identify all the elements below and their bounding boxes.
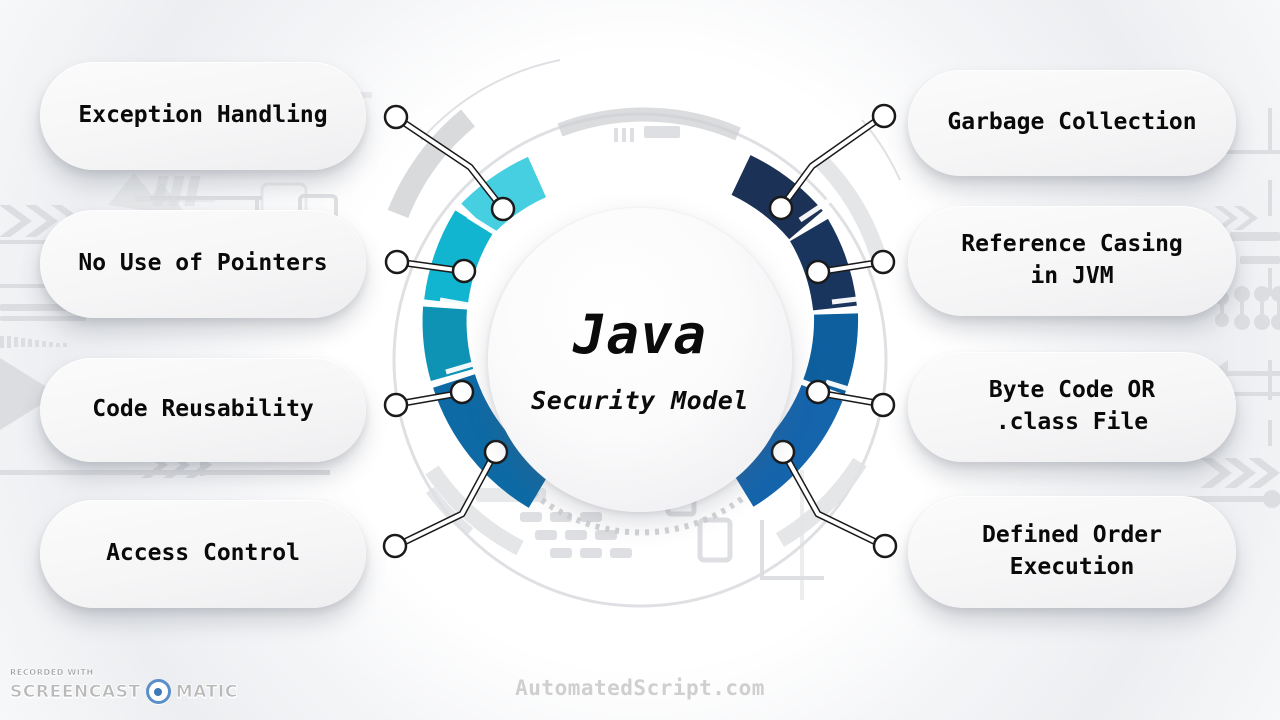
label-access-control[interactable]: Access Control [40, 500, 366, 608]
label-code-reusability[interactable]: Code Reusability [40, 358, 366, 462]
center-hub: Java Security Model [488, 208, 792, 512]
arc-right-3 [803, 313, 859, 395]
badge-word-screencast: SCREENCAST [10, 681, 141, 702]
connector-node-right-3 [805, 379, 831, 405]
hub-subtitle: Security Model [531, 385, 749, 415]
right-dumbbells-icon [1215, 286, 1280, 330]
connector-endpoint-right-3 [870, 392, 896, 418]
badge-word-matic: MATIC [175, 681, 238, 702]
connector-node-left-3 [449, 379, 475, 405]
arc-left-1 [461, 156, 547, 235]
label-no-use-of-pointers[interactable]: No Use of Pointers [40, 210, 366, 318]
badge-o-icon [145, 679, 171, 704]
badge-recorded-with-label: RECORDED WITH [10, 668, 94, 677]
connector-endpoint-left-2 [384, 249, 410, 275]
label-garbage-collection[interactable]: Garbage Collection [908, 70, 1236, 176]
connector-node-left-4 [483, 439, 509, 465]
arc-left-2 [424, 210, 493, 306]
decor-arc-top [557, 107, 741, 141]
right-chevrons-icon [1214, 206, 1258, 230]
connector-endpoint-left-1 [383, 104, 409, 130]
connector-node-right-1 [768, 195, 794, 221]
mountain-glyph-icon [108, 173, 188, 217]
connector-endpoint-left-4 [382, 533, 408, 559]
label-reference-casing-in-jvm[interactable]: Reference Casing in JVM [908, 206, 1236, 316]
connector-endpoint-right-4 [872, 533, 898, 559]
connector-node-left-2 [451, 258, 477, 284]
connector-node-right-2 [805, 259, 831, 285]
left-triangle-icon [0, 358, 58, 430]
arc-left-3 [422, 306, 474, 382]
connector-node-right-4 [770, 439, 796, 465]
connector-node-left-1 [490, 196, 516, 222]
site-watermark: AutomatedScript.com [515, 676, 765, 700]
label-exception-handling[interactable]: Exception Handling [40, 62, 366, 170]
connectors-right [768, 103, 898, 559]
hub-title: Java [572, 302, 708, 366]
connector-endpoint-right-2 [870, 249, 896, 275]
label-byte-code-or-class-file[interactable]: Byte Code OR .class File [908, 352, 1236, 462]
connector-endpoint-left-3 [383, 392, 409, 418]
right-chevrons-3-icon [1200, 458, 1280, 488]
badge-logo-row: SCREENCAST MATIC [10, 679, 238, 704]
decor-arc-top-left [387, 109, 476, 219]
connector-endpoint-right-1 [871, 103, 897, 129]
label-defined-order-execution[interactable]: Defined Order Execution [908, 496, 1236, 608]
screencast-o-matic-badge: RECORDED WITH SCREENCAST MATIC [10, 668, 238, 704]
connectors-left [382, 104, 516, 559]
